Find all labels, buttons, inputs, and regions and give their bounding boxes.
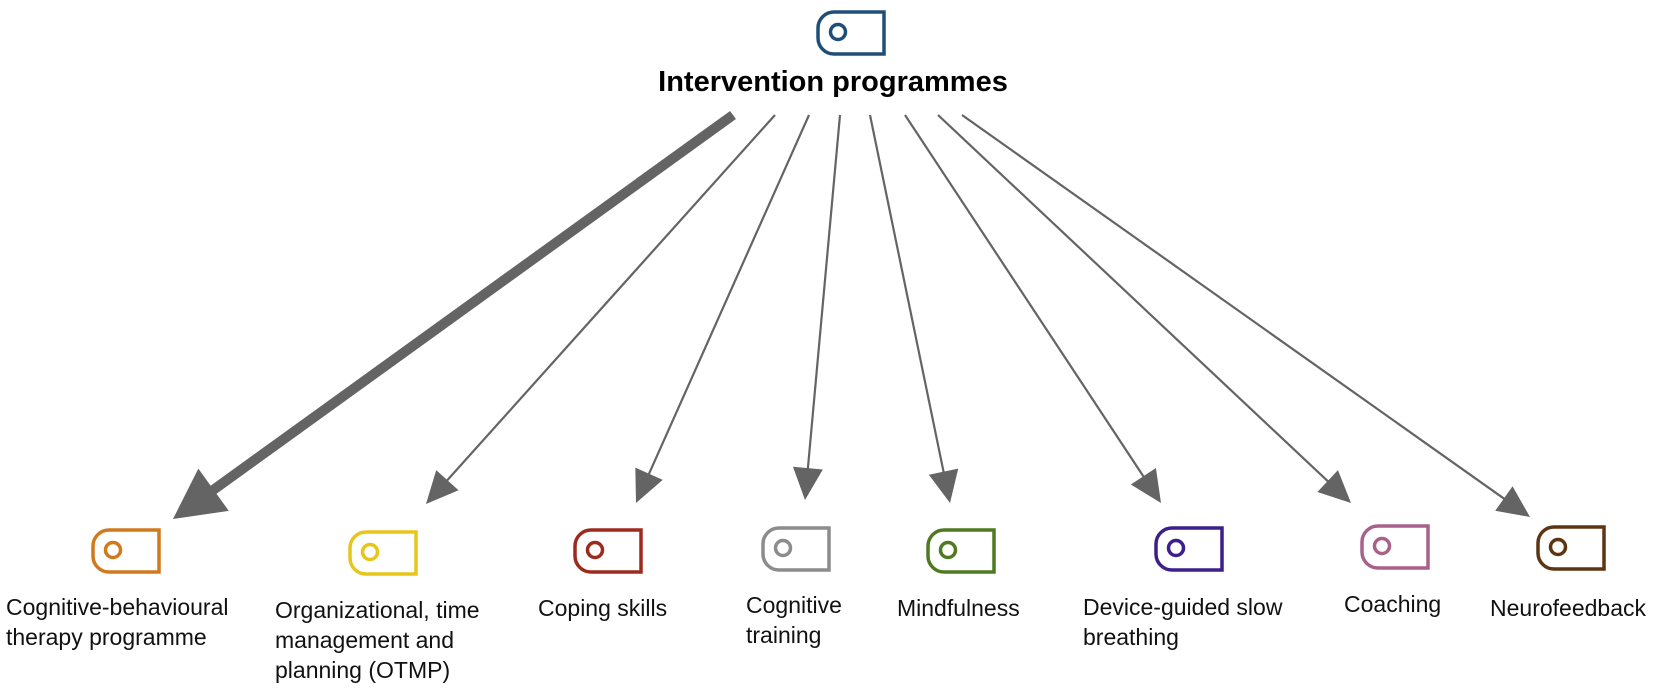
otmp-tag-icon xyxy=(348,530,418,576)
neurofeedback-label: Neurofeedback xyxy=(1490,595,1646,621)
coping-tag-icon xyxy=(573,528,643,574)
edge-to-neurofeedback xyxy=(961,114,1530,517)
otmp-label: Organizational, time management and plan… xyxy=(275,597,480,683)
arrowhead-mindfulness xyxy=(928,468,959,503)
neurofeedback-tag-icon xyxy=(1536,525,1606,571)
edge-line-neurofeedback xyxy=(961,114,1507,501)
mindfulness-label: Mindfulness xyxy=(897,595,1020,621)
arrowhead-cognitive-training xyxy=(792,466,823,500)
edge-line-cognitive-training xyxy=(806,114,842,471)
root-label: Intervention programmes xyxy=(658,66,1008,98)
cognitive-training-tag-icon xyxy=(761,526,831,572)
root-tag-icon xyxy=(816,10,886,56)
edge-to-otmp xyxy=(426,114,776,504)
edge-line-coping xyxy=(647,114,811,477)
edge-to-mindfulness xyxy=(868,114,959,503)
arrowhead-breathing xyxy=(1130,468,1161,503)
edge-to-coping xyxy=(635,114,811,503)
coaching-tag-icon xyxy=(1360,524,1430,570)
arrowhead-neurofeedback xyxy=(1495,486,1530,517)
edge-line-mindfulness xyxy=(868,114,946,474)
arrowhead-otmp xyxy=(426,470,459,504)
mindfulness-tag-icon xyxy=(926,528,996,574)
arrowhead-coaching xyxy=(1317,470,1351,503)
arrowhead-cbt xyxy=(173,468,229,519)
cognitive-training-label: Cognitive training xyxy=(746,592,842,648)
edge-line-cbt xyxy=(209,110,736,495)
edge-line-otmp xyxy=(445,114,776,483)
cbt-label: Cognitive-behavioural therapy programme xyxy=(6,594,229,650)
coaching-label: Coaching xyxy=(1344,591,1442,617)
breathing-label: Device-guided slow breathing xyxy=(1083,594,1283,650)
coping-label: Coping skills xyxy=(538,595,668,621)
breathing-tag-icon xyxy=(1154,526,1224,572)
arrowhead-coping xyxy=(635,467,663,503)
edge-line-coaching xyxy=(937,114,1330,484)
edge-to-cbt xyxy=(173,110,736,519)
edge-to-cognitive-training xyxy=(792,114,842,500)
edge-to-breathing xyxy=(904,114,1161,503)
cbt-tag-icon xyxy=(91,528,161,574)
edge-line-breathing xyxy=(904,114,1146,479)
edge-to-coaching xyxy=(937,114,1351,503)
